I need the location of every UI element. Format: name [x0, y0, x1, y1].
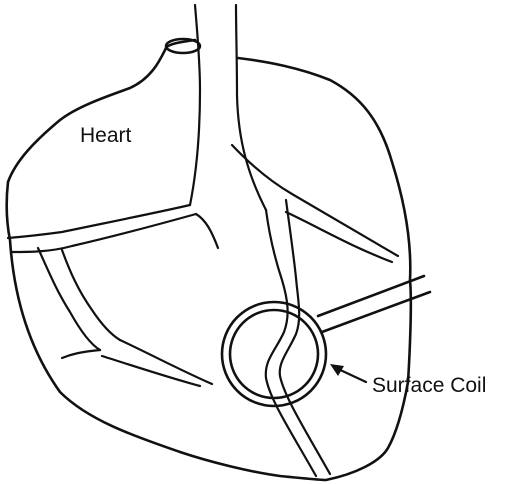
- surface-coil-handle-top: [318, 276, 424, 316]
- vessel-lower-branch-top: [62, 350, 100, 358]
- heart-label: Heart: [80, 124, 132, 147]
- vessel-spur: [196, 214, 218, 248]
- vessel-right-branch-bottom: [286, 212, 392, 262]
- surface-coil-label: Surface Coil: [372, 374, 486, 397]
- vessel-left-branch-bottom: [12, 214, 196, 252]
- vessel-lower-branch-bottom: [120, 340, 212, 384]
- vessel-trunk-left: [190, 5, 200, 205]
- surface-coil-outer-ring: [222, 302, 326, 406]
- vessel-left-desc-outer: [38, 248, 100, 350]
- vessel-trunk-right: [236, 5, 266, 210]
- surface-coil-handle-bottom: [322, 292, 430, 332]
- vessel-left-branch-top: [8, 205, 190, 238]
- vessel-left-desc-inner: [62, 250, 120, 340]
- surface-coil-inner-ring: [230, 310, 318, 398]
- heart-outline: [7, 40, 411, 480]
- vessel-right-branch-top: [232, 145, 398, 256]
